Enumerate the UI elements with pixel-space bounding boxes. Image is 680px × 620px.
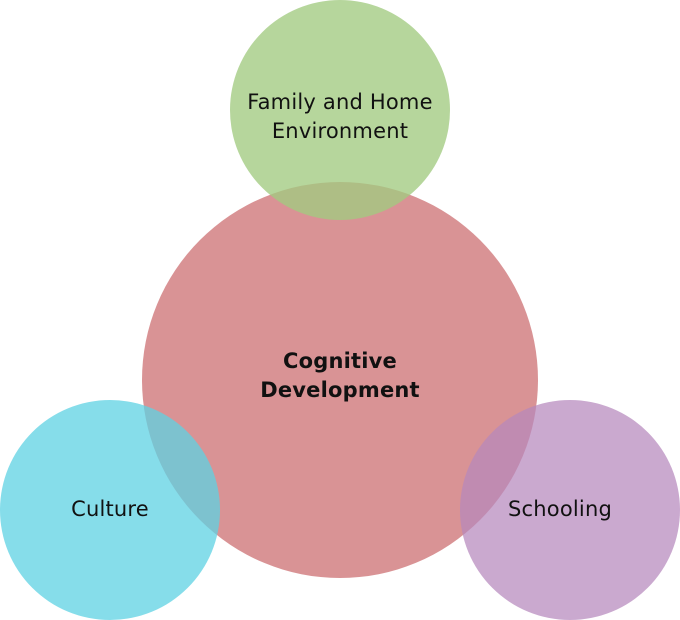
schooling-label: Schooling [508, 497, 612, 521]
cognitive-label-line1: Cognitive [283, 349, 397, 373]
family-home-circle [230, 0, 450, 220]
culture-label: Culture [71, 497, 149, 521]
cognitive-development-label: Cognitive Development [190, 347, 490, 405]
schooling-circle [460, 400, 680, 620]
family-home-label-line1: Family and Home [247, 90, 433, 114]
culture-circle [0, 400, 220, 620]
cognitive-label-line2: Development [260, 378, 420, 402]
family-home-label-line2: Environment [271, 119, 409, 143]
family-home-label: Family and Home Environment [230, 88, 450, 146]
cognitive-development-circle [142, 182, 538, 578]
